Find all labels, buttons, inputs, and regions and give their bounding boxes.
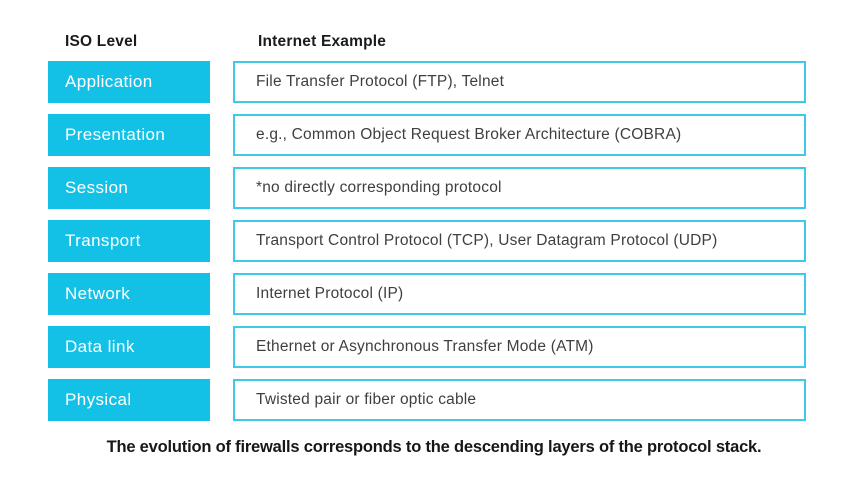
protocol-row: Data link Ethernet or Asynchronous Trans… bbox=[48, 326, 806, 368]
internet-example-box: Transport Control Protocol (TCP), User D… bbox=[233, 220, 806, 262]
protocol-row: Application File Transfer Protocol (FTP)… bbox=[48, 61, 806, 103]
protocol-row: Transport Transport Control Protocol (TC… bbox=[48, 220, 806, 262]
iso-level-box: Presentation bbox=[48, 114, 210, 156]
iso-level-box: Application bbox=[48, 61, 210, 103]
iso-level-box: Data link bbox=[48, 326, 210, 368]
protocol-row: Presentation e.g., Common Object Request… bbox=[48, 114, 806, 156]
internet-example-box: e.g., Common Object Request Broker Archi… bbox=[233, 114, 806, 156]
protocol-row: Network Internet Protocol (IP) bbox=[48, 273, 806, 315]
column-header-internet-example: Internet Example bbox=[258, 33, 387, 50]
iso-level-box: Network bbox=[48, 273, 210, 315]
protocol-row: Physical Twisted pair or fiber optic cab… bbox=[48, 379, 806, 421]
internet-example-box: Internet Protocol (IP) bbox=[233, 273, 806, 315]
internet-example-box: Ethernet or Asynchronous Transfer Mode (… bbox=[233, 326, 806, 368]
internet-example-box: Twisted pair or fiber optic cable bbox=[233, 379, 806, 421]
iso-level-box: Session bbox=[48, 167, 210, 209]
internet-example-box: *no directly corresponding protocol bbox=[233, 167, 806, 209]
protocol-row: Session *no directly corresponding proto… bbox=[48, 167, 806, 209]
iso-level-box: Transport bbox=[48, 220, 210, 262]
protocol-rows: Application File Transfer Protocol (FTP)… bbox=[48, 61, 806, 421]
internet-example-box: File Transfer Protocol (FTP), Telnet bbox=[233, 61, 806, 103]
iso-level-box: Physical bbox=[48, 379, 210, 421]
column-header-iso-level: ISO Level bbox=[65, 33, 138, 50]
diagram-caption: The evolution of firewalls corresponds t… bbox=[106, 438, 762, 456]
